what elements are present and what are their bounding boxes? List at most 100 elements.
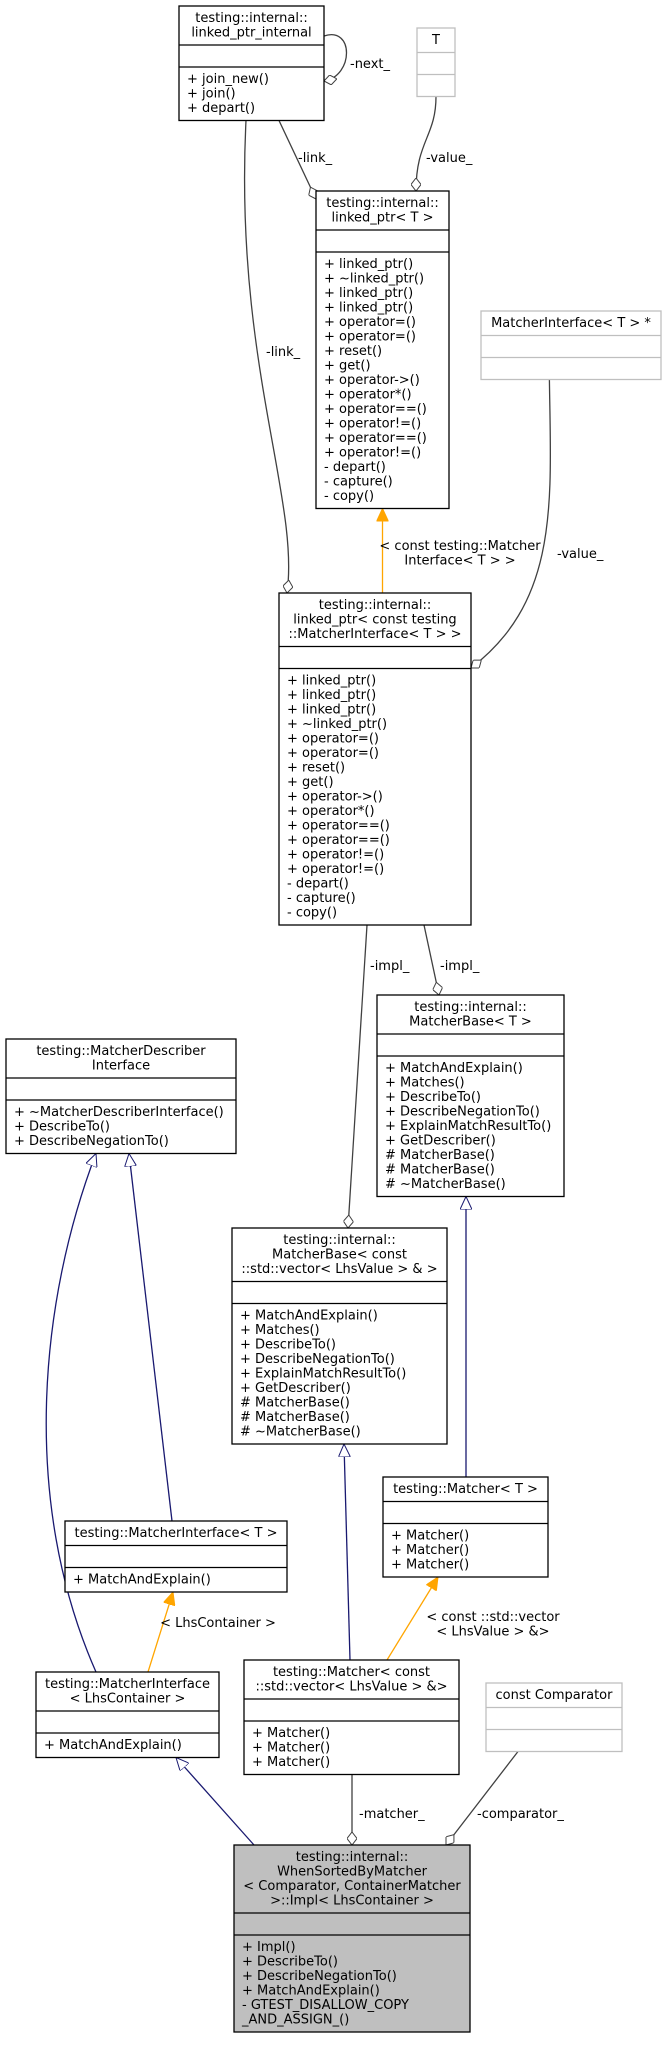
class-title-line: linked_ptr< const testing xyxy=(293,613,456,628)
class-box-frame xyxy=(315,190,450,510)
edge-label-impl2: -impl_ xyxy=(440,959,480,974)
edge-labels: -next_-link_-value_-link_< const testing… xyxy=(160,57,604,1822)
class-box-linked-ptr-internal[interactable]: testing::internal::linked_ptr_internal+ … xyxy=(178,5,325,122)
class-title-line: testing::internal:: xyxy=(296,1850,408,1865)
class-method: + ExplainMatchResultTo() xyxy=(240,1367,406,1382)
class-method: + Matcher() xyxy=(391,1558,469,1573)
class-box-matcherbase-t[interactable]: testing::internal::MatcherBase< T >+ Mat… xyxy=(376,994,565,1198)
class-title-line: ::MatcherInterface< T > > xyxy=(289,627,462,642)
class-title-line: testing::Matcher< T > xyxy=(393,1482,538,1497)
class-method: + DescribeNegationTo() xyxy=(14,1134,169,1149)
class-method: + Matcher() xyxy=(252,1741,330,1756)
class-box-matcherdescriberinterface[interactable]: testing::MatcherDescriberInterface+ ~Mat… xyxy=(5,1038,237,1155)
class-method: + operator!=() xyxy=(287,862,384,877)
class-box-linked-ptr-mi[interactable]: testing::internal::linked_ptr< const tes… xyxy=(278,592,472,926)
class-method: + DescribeNegationTo() xyxy=(385,1105,540,1120)
class-method: + linked_ptr() xyxy=(287,703,376,718)
edge-label-next: -next_ xyxy=(350,57,390,72)
class-method: # MatcherBase() xyxy=(240,1396,350,1411)
class-box-frame xyxy=(480,310,662,381)
association-edge xyxy=(423,924,439,995)
edge-label-impl1: -impl_ xyxy=(370,959,410,974)
class-title-line: T xyxy=(431,33,440,48)
class-box-matcher-t[interactable]: testing::Matcher< T >+ Matcher()+ Matche… xyxy=(382,1476,549,1578)
class-title-line: linked_ptr_internal xyxy=(191,26,311,41)
class-method: + linked_ptr() xyxy=(324,301,413,316)
class-title-line: < Comparator, ContainerMatcher xyxy=(243,1879,461,1894)
class-method: + reset() xyxy=(287,761,345,776)
class-method: + ~MatcherDescriberInterface() xyxy=(14,1105,224,1120)
class-box-frame xyxy=(233,1844,471,2033)
edge-label-value1: -value_ xyxy=(426,151,473,166)
class-method: + linked_ptr() xyxy=(324,257,413,272)
class-method: - copy() xyxy=(324,489,374,504)
class-title-line: ::std::vector< LhsValue > &> xyxy=(255,1680,447,1695)
class-method: + GetDescriber() xyxy=(240,1381,351,1396)
class-box-matcher-vec[interactable]: testing::Matcher< const::std::vector< Lh… xyxy=(243,1659,460,1776)
edge-label-matcher: -matcher_ xyxy=(359,1807,425,1822)
class-method: + operator==() xyxy=(287,833,390,848)
class-method: + operator==() xyxy=(324,402,427,417)
class-title-line: linked_ptr< T > xyxy=(332,211,434,226)
class-box-matcherinterface-t[interactable]: testing::MatcherInterface< T >+ MatchAnd… xyxy=(64,1520,288,1593)
class-title-line: testing::MatcherDescriber xyxy=(36,1044,206,1059)
template-edge xyxy=(147,1592,173,1673)
class-method: + Matcher() xyxy=(252,1755,330,1770)
class-title-line: testing::Matcher< const xyxy=(273,1665,430,1680)
class-box-frame xyxy=(382,1476,549,1578)
class-method: + operator=() xyxy=(324,315,416,330)
class-boxes: testing::internal::linked_ptr_internal+ … xyxy=(5,5,662,2033)
class-method: + operator=() xyxy=(287,746,379,761)
class-title-line: testing::internal:: xyxy=(283,1233,395,1248)
class-title-line: Interface xyxy=(92,1059,150,1074)
class-box-frame xyxy=(376,994,565,1198)
class-method: + MatchAndExplain() xyxy=(73,1573,211,1588)
class-box-constcomparator[interactable]: const Comparator xyxy=(485,1682,623,1753)
association-edge xyxy=(416,96,437,192)
class-title-line: WhenSortedByMatcher xyxy=(277,1865,428,1880)
class-box-frame xyxy=(416,27,456,98)
class-method: + Matches() xyxy=(385,1076,465,1091)
class-title-line: MatcherInterface< T > * xyxy=(491,316,651,331)
class-method: + join() xyxy=(187,87,236,102)
class-method: + get() xyxy=(324,359,371,374)
inheritance-edge xyxy=(129,1154,173,1522)
class-method: + Impl() xyxy=(242,1940,296,1955)
class-method: + depart() xyxy=(187,101,255,116)
edge-label-comparator: -comparator_ xyxy=(477,1807,564,1822)
class-method: # ~MatcherBase() xyxy=(385,1177,506,1192)
class-box-linked-ptr-t[interactable]: testing::internal::linked_ptr< T >+ link… xyxy=(315,190,450,510)
inheritance-edge xyxy=(344,1444,351,1661)
class-title-line: testing::internal:: xyxy=(326,196,438,211)
class-method: + DescribeTo() xyxy=(242,1955,338,1970)
class-method: + operator=() xyxy=(324,330,416,345)
class-method: + linked_ptr() xyxy=(287,674,376,689)
edge-label-tmpl2: < LhsContainer > xyxy=(160,1616,276,1631)
class-box-frame xyxy=(5,1038,237,1155)
class-method: + Matches() xyxy=(240,1323,320,1338)
class-method: + DescribeNegationTo() xyxy=(240,1352,395,1367)
class-box-frame xyxy=(278,592,472,926)
class-method: - depart() xyxy=(287,877,349,892)
class-method: + DescribeTo() xyxy=(14,1120,110,1135)
class-box-t[interactable]: T xyxy=(416,27,456,98)
class-method: + MatchAndExplain() xyxy=(242,1984,380,1999)
class-method: + MatchAndExplain() xyxy=(44,1738,182,1753)
class-box-impl[interactable]: testing::internal::WhenSortedByMatcher< … xyxy=(233,1844,471,2033)
inheritance-edge xyxy=(176,1758,255,1846)
class-box-matcherbase-vec[interactable]: testing::internal::MatcherBase< const::s… xyxy=(231,1227,448,1445)
association-edge xyxy=(278,120,316,200)
class-box-frame xyxy=(485,1682,623,1753)
class-method: + get() xyxy=(287,775,334,790)
class-box-matcherinterface-lhs[interactable]: testing::MatcherInterface< LhsContainer … xyxy=(35,1671,220,1759)
class-method: # ~MatcherBase() xyxy=(240,1425,361,1440)
inheritance-edge xyxy=(45,1154,96,1673)
class-method: + operator*() xyxy=(287,804,375,819)
class-method: _AND_ASSIGN_() xyxy=(241,2013,349,2028)
class-title-line: testing::MatcherInterface xyxy=(45,1677,210,1692)
edge-label-link2: -link_ xyxy=(266,345,301,360)
class-method: + operator->() xyxy=(324,373,420,388)
class-method: + join_new() xyxy=(187,72,269,87)
edges xyxy=(45,34,552,1846)
class-box-matcherinterfaceptr[interactable]: MatcherInterface< T > * xyxy=(480,310,662,381)
